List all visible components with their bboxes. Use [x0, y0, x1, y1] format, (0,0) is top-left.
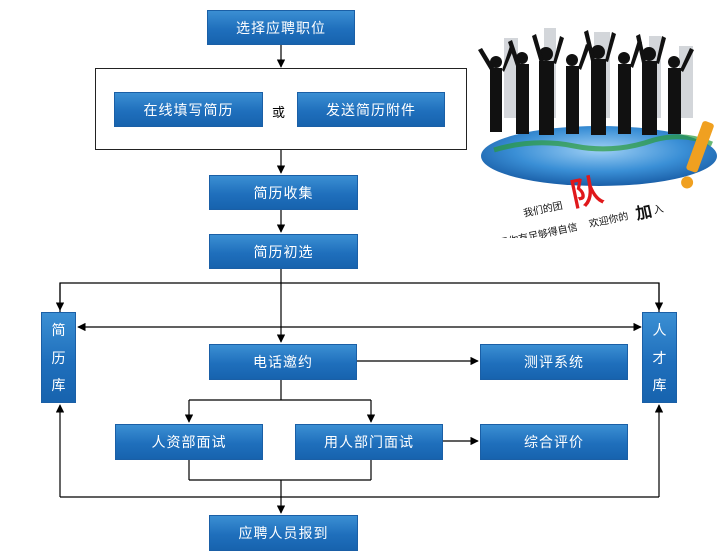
talent-pool-char-3: 库 [652, 377, 667, 394]
exclamation-mark-icon [686, 121, 714, 173]
team-silhouette-illustration: 我们的团 队 如果你有足够得自信 欢迎你的 加 入 [478, 28, 717, 252]
or-label: 或 [272, 106, 286, 121]
resume-db-char-2: 历 [51, 350, 66, 367]
talent-pool-char-1: 人 [652, 323, 667, 340]
select-position-step: 选择应聘职位 [207, 10, 355, 45]
assessment-system-step: 测评系统 [480, 344, 628, 380]
resume-screen-step: 简历初选 [209, 234, 358, 269]
team-recruitment-poster: 我们的团 队 如果你有足够得自信 欢迎你的 加 入 [474, 28, 724, 252]
slogan-line-3-end: 入 [653, 204, 665, 217]
slogan-line-3: 欢迎你的 [588, 209, 630, 230]
overall-evaluation-step: 综合评价 [480, 424, 628, 460]
slogan-line-2: 如果你有足够得自信 [488, 220, 579, 238]
hr-interview-step: 人资部面试 [115, 424, 263, 460]
onboard-step: 应聘人员报到 [209, 515, 358, 551]
resume-db-char-1: 简 [51, 323, 66, 340]
talent-pool-box: 人 才 库 [642, 312, 677, 403]
send-attachment-step: 发送简历附件 [297, 92, 445, 127]
online-resume-step: 在线填写简历 [114, 92, 263, 127]
resume-db-char-3: 库 [51, 377, 66, 394]
resume-collect-step: 简历收集 [209, 175, 358, 210]
phone-invite-step: 电话邀约 [209, 344, 357, 380]
resume-database-box: 简 历 库 [41, 312, 76, 403]
dept-interview-step: 用人部门面试 [295, 424, 443, 460]
slogan-line-1: 我们的团 [522, 199, 564, 220]
slogan-big-char-2: 加 [633, 201, 654, 223]
talent-pool-char-2: 才 [652, 350, 667, 367]
